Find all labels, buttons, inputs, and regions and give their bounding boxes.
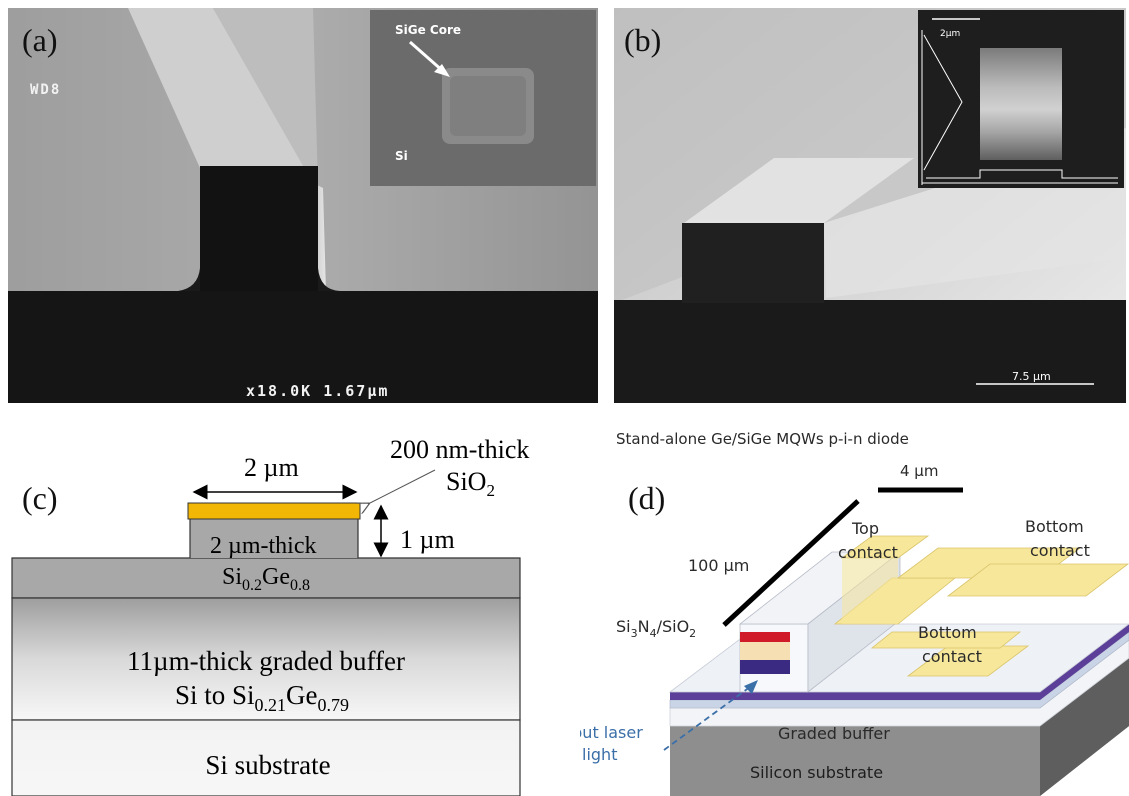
inset-b: 2µm bbox=[918, 10, 1124, 188]
bottom-doped-layer bbox=[670, 624, 1129, 700]
ridge-cross-section bbox=[200, 166, 318, 291]
top-p-layer bbox=[740, 632, 790, 642]
height-label: 1 µm bbox=[400, 525, 455, 554]
oxide-label-line1: 200 nm-thick bbox=[390, 435, 529, 464]
ridge-top-surface bbox=[128, 8, 313, 183]
substrate-cross-section bbox=[8, 291, 598, 403]
si-substrate-layer bbox=[11, 719, 521, 796]
ridge-cross-section-b bbox=[682, 223, 824, 303]
oxide-label-line2: SiO2 bbox=[446, 467, 495, 500]
panel-label-b: (b) bbox=[624, 22, 662, 58]
schematic-d: Stand-alone Ge/SiGe MQWs p-i-n diode 4 µ… bbox=[580, 430, 1129, 796]
ridge-top-b bbox=[684, 158, 914, 223]
panel-a: WD8 x18.0K 1.67µm SiGe Core Si (a) bbox=[8, 8, 598, 403]
graded-buffer-layer bbox=[11, 597, 521, 721]
sem-image-b: 7.5 µm bbox=[614, 8, 1126, 403]
length-label-d: 100 µm bbox=[688, 556, 749, 575]
panel-label-c: (c) bbox=[22, 480, 58, 516]
sem-wd-text: WD8 bbox=[30, 82, 61, 98]
device-title: Stand-alone Ge/SiGe MQWs p-i-n diode bbox=[616, 430, 909, 448]
sige-core bbox=[450, 76, 526, 136]
bottom-contact-center-pad bbox=[906, 645, 1030, 677]
buffer-label-line2: Si to Si0.21Ge0.79 bbox=[175, 680, 349, 715]
panel-label-a: (a) bbox=[22, 22, 58, 58]
length-bar bbox=[722, 499, 860, 627]
panel-c: 2 µm 200 nm-thick SiO2 1 µm 2 µm-thick S… bbox=[0, 408, 580, 796]
scale-text-b: 7.5 µm bbox=[1012, 370, 1051, 383]
sio2-cap bbox=[187, 502, 361, 520]
schematic-c: 2 µm 200 nm-thick SiO2 1 µm 2 µm-thick S… bbox=[11, 435, 529, 796]
oxide-pointer-arrow bbox=[368, 469, 436, 504]
panel-label-d: (d) bbox=[628, 480, 666, 516]
inset-a: SiGe Core Si bbox=[370, 10, 596, 186]
panel-b: 7.5 µm 2µm (b) bbox=[614, 8, 1126, 403]
sem-scale-text: x18.0K 1.67µm bbox=[246, 382, 389, 400]
input-laser-beam bbox=[663, 683, 755, 751]
inset-scale-b: 2µm bbox=[940, 29, 960, 39]
width-label: 2 µm bbox=[244, 453, 299, 482]
si-label: Si bbox=[395, 149, 408, 163]
substrate-b bbox=[614, 300, 1126, 403]
buffer-label-line1: 11µm-thick graded buffer bbox=[127, 646, 405, 676]
core-arrow bbox=[409, 40, 445, 74]
ridge-composition-label: Si0.2Ge0.8 bbox=[222, 564, 310, 594]
bottom-contact-right-pad bbox=[946, 563, 1129, 597]
mode-profile bbox=[980, 48, 1062, 160]
core-label: SiGe Core bbox=[395, 23, 461, 37]
substrate-label: Si substrate bbox=[205, 750, 330, 780]
graded-buffer-label: Graded buffer bbox=[778, 724, 890, 743]
mqw-layer bbox=[740, 642, 790, 660]
dielectric-label: Si3N4/SiO2 bbox=[616, 617, 696, 640]
silicon-substrate-label: Silicon substrate bbox=[750, 763, 883, 782]
width-label-d: 4 µm bbox=[900, 462, 938, 480]
ridge-thickness-label: 2 µm-thick bbox=[210, 533, 316, 559]
panel-d: Stand-alone Ge/SiGe MQWs p-i-n diode 4 µ… bbox=[580, 408, 1129, 796]
